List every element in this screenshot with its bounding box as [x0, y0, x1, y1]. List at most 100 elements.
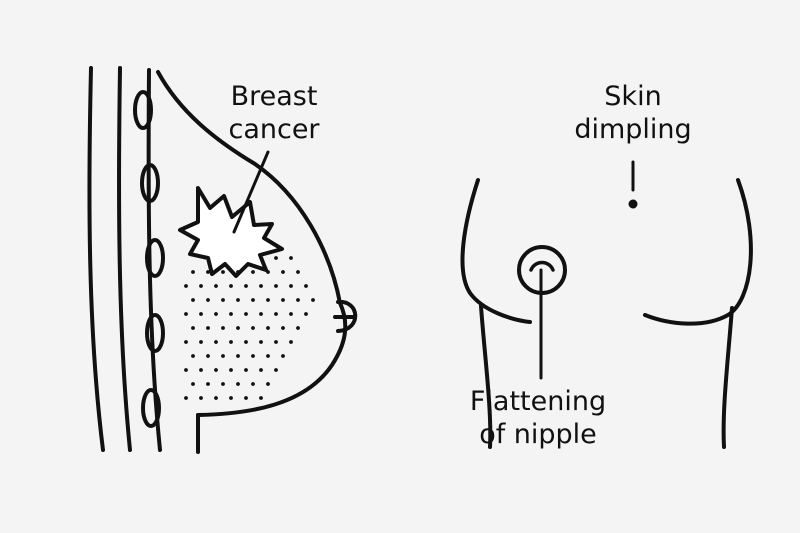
chest-wall-inner-line	[117, 66, 132, 452]
tissue-dot	[289, 312, 293, 316]
tissue-dot	[311, 298, 315, 302]
breast-cancer-label-line-1: Breast	[230, 81, 318, 112]
breast-cancer-pointer-line	[232, 150, 270, 234]
tissue-dot	[214, 340, 218, 344]
tissue-dot	[191, 382, 195, 386]
tissue-dot	[191, 298, 195, 302]
tissue-dot	[214, 368, 218, 372]
tissue-dot	[199, 396, 203, 400]
rib-4	[145, 313, 165, 353]
tissue-dot	[274, 368, 278, 372]
rib-1	[133, 90, 153, 130]
tissue-dot	[229, 368, 233, 372]
tissue-dot	[221, 354, 225, 358]
tissue-dot	[229, 340, 233, 344]
ribs	[133, 90, 165, 428]
tissue-dot	[214, 312, 218, 316]
tissue-dot	[214, 396, 218, 400]
tissue-dot	[184, 284, 188, 288]
tissue-dot	[259, 284, 263, 288]
tissue-dot	[266, 298, 270, 302]
breast-outline	[156, 70, 348, 417]
tissue-dot	[274, 312, 278, 316]
skin-dimpling-label-line-1: Skin	[604, 81, 662, 112]
tissue-dot	[274, 256, 278, 260]
tissue-dot	[296, 270, 300, 274]
tissue-dot	[251, 298, 255, 302]
tissue-dot	[206, 270, 210, 274]
tissue-dot	[236, 382, 240, 386]
skin-dimple-dot	[628, 199, 638, 209]
rib-5	[141, 388, 161, 428]
tissue-dot	[266, 326, 270, 330]
tissue-dot	[206, 382, 210, 386]
front-view-breasts	[460, 160, 753, 449]
tissue-dot	[251, 382, 255, 386]
tissue-dot	[244, 312, 248, 316]
tissue-dot	[266, 270, 270, 274]
tissue-dot	[251, 354, 255, 358]
tissue-dot	[184, 396, 188, 400]
tissue-dot	[206, 354, 210, 358]
tissue-dot	[259, 368, 263, 372]
tissue-dot	[229, 284, 233, 288]
tissue-dot	[236, 326, 240, 330]
tissue-dot	[221, 298, 225, 302]
tissue-dot	[259, 312, 263, 316]
tissue-dot	[236, 354, 240, 358]
tissue-dot	[266, 354, 270, 358]
tissue-dot	[191, 326, 195, 330]
tissue-dot	[304, 312, 308, 316]
breast-tissue-dots	[184, 256, 315, 400]
tissue-dot	[274, 284, 278, 288]
skin-dimpling-label: Skin dimpling	[568, 80, 698, 146]
nipple-flattening-label-line-2: of nipple	[479, 419, 597, 450]
tissue-dot	[199, 368, 203, 372]
tissue-dot	[281, 354, 285, 358]
rib-2	[140, 163, 160, 203]
tissue-dot	[229, 312, 233, 316]
nipple-flattening-label-line-1: Flattening	[469, 386, 607, 417]
left-breast-outline	[460, 178, 532, 324]
tissue-dot	[274, 340, 278, 344]
tissue-dot	[251, 326, 255, 330]
tissue-dot	[221, 382, 225, 386]
tissue-dot	[244, 368, 248, 372]
tissue-dot	[259, 340, 263, 344]
flattened-nipple	[529, 260, 555, 272]
tissue-dot	[236, 270, 240, 274]
tissue-dot	[296, 298, 300, 302]
tissue-dot	[289, 284, 293, 288]
tissue-dot	[244, 284, 248, 288]
tissue-dot	[221, 270, 225, 274]
tissue-dot	[229, 396, 233, 400]
rib-3	[145, 238, 165, 278]
breast-cancer-label: Breast cancer	[214, 80, 334, 146]
tissue-dot	[184, 340, 188, 344]
tissue-dot	[296, 326, 300, 330]
tissue-dot	[236, 298, 240, 302]
tissue-dot	[251, 270, 255, 274]
tissue-dot	[199, 284, 203, 288]
skin-dimpling-label-line-2: dimpling	[574, 114, 692, 145]
tissue-dot	[206, 298, 210, 302]
tissue-dot	[191, 270, 195, 274]
tissue-dot	[259, 396, 263, 400]
tissue-dot	[281, 326, 285, 330]
nipple-flattening-label: Flattening of nipple	[458, 385, 618, 451]
left-body-contour	[479, 304, 493, 449]
tissue-dot	[184, 312, 188, 316]
breast-cancer-label-line-2: cancer	[228, 114, 320, 145]
right-breast-outline	[643, 178, 753, 326]
tissue-dot	[214, 284, 218, 288]
tissue-dot	[221, 326, 225, 330]
tissue-dot	[244, 396, 248, 400]
right-body-contour	[721, 306, 734, 449]
tissue-dot	[281, 298, 285, 302]
tissue-dot	[289, 340, 293, 344]
chest-wall-outer-line	[87, 66, 105, 452]
side-view-breast	[87, 66, 358, 454]
tumor-mass	[178, 186, 284, 278]
tissue-dot	[289, 256, 293, 260]
